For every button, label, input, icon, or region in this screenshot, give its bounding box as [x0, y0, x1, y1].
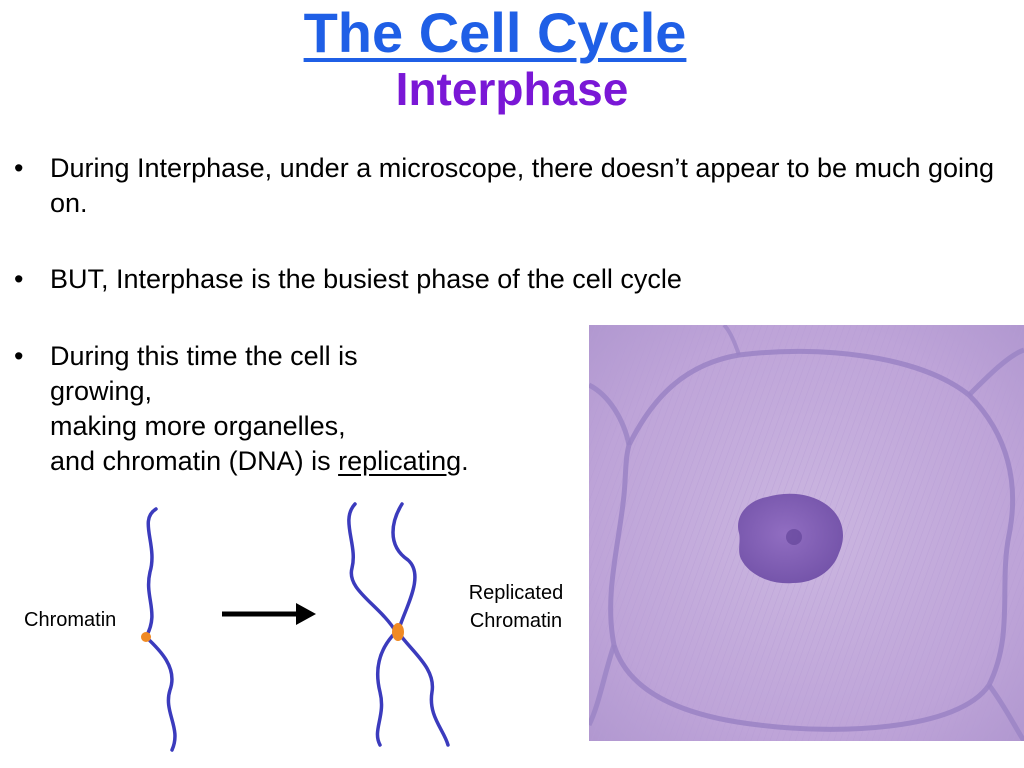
bullet-item: • During this time the cell is growing, … [14, 339, 594, 479]
bullet-text: During this time the cell is growing, ma… [50, 339, 469, 479]
cell-wall [967, 347, 1024, 397]
bullet-text: During Interphase, under a microscope, t… [50, 153, 995, 218]
bullet-item: • During Interphase, under a microscope,… [14, 151, 1019, 221]
replicated-chromatin-label: Replicated Chromatin [446, 579, 586, 635]
bullet-text: BUT, Interphase is the busiest phase of … [50, 264, 682, 294]
bullet-line-suffix: . [461, 446, 469, 476]
arrow-head [296, 603, 316, 625]
centromere-dot [392, 623, 404, 641]
cell-wall [589, 382, 632, 446]
chromatin-strand [143, 507, 177, 752]
label-line: Replicated [468, 582, 564, 604]
centromere-dot [141, 632, 151, 642]
chromatin-label: Chromatin [24, 609, 117, 631]
bullet-line: During this time the cell is [50, 341, 358, 371]
bullet-line: making more organelles, [50, 411, 346, 441]
bullet-line: growing, [50, 376, 153, 406]
bullet-marker: • [14, 264, 24, 294]
replicating-term: replicating [338, 446, 462, 476]
slide-title: The Cell Cycle [303, 1, 687, 64]
sister-chromatid-left [347, 502, 399, 747]
cell-wall [986, 683, 1024, 741]
cell-micrograph [589, 325, 1024, 741]
bullet-marker: • [14, 153, 24, 183]
bullet-item: • BUT, Interphase is the busiest phase o… [14, 262, 1019, 297]
cell-wall [589, 644, 617, 727]
cell-wall [722, 325, 741, 356]
bullet-marker: • [14, 341, 24, 371]
bullet-line: and chromatin (DNA) is replicating. [50, 444, 469, 479]
bullet-line-prefix: and chromatin (DNA) is [50, 446, 339, 476]
nucleolus [786, 529, 802, 545]
chromatin-diagram [141, 502, 450, 752]
slide-subtitle: Interphase [395, 63, 629, 115]
label-line: Chromatin [469, 610, 563, 632]
cell-wall [608, 348, 1016, 732]
